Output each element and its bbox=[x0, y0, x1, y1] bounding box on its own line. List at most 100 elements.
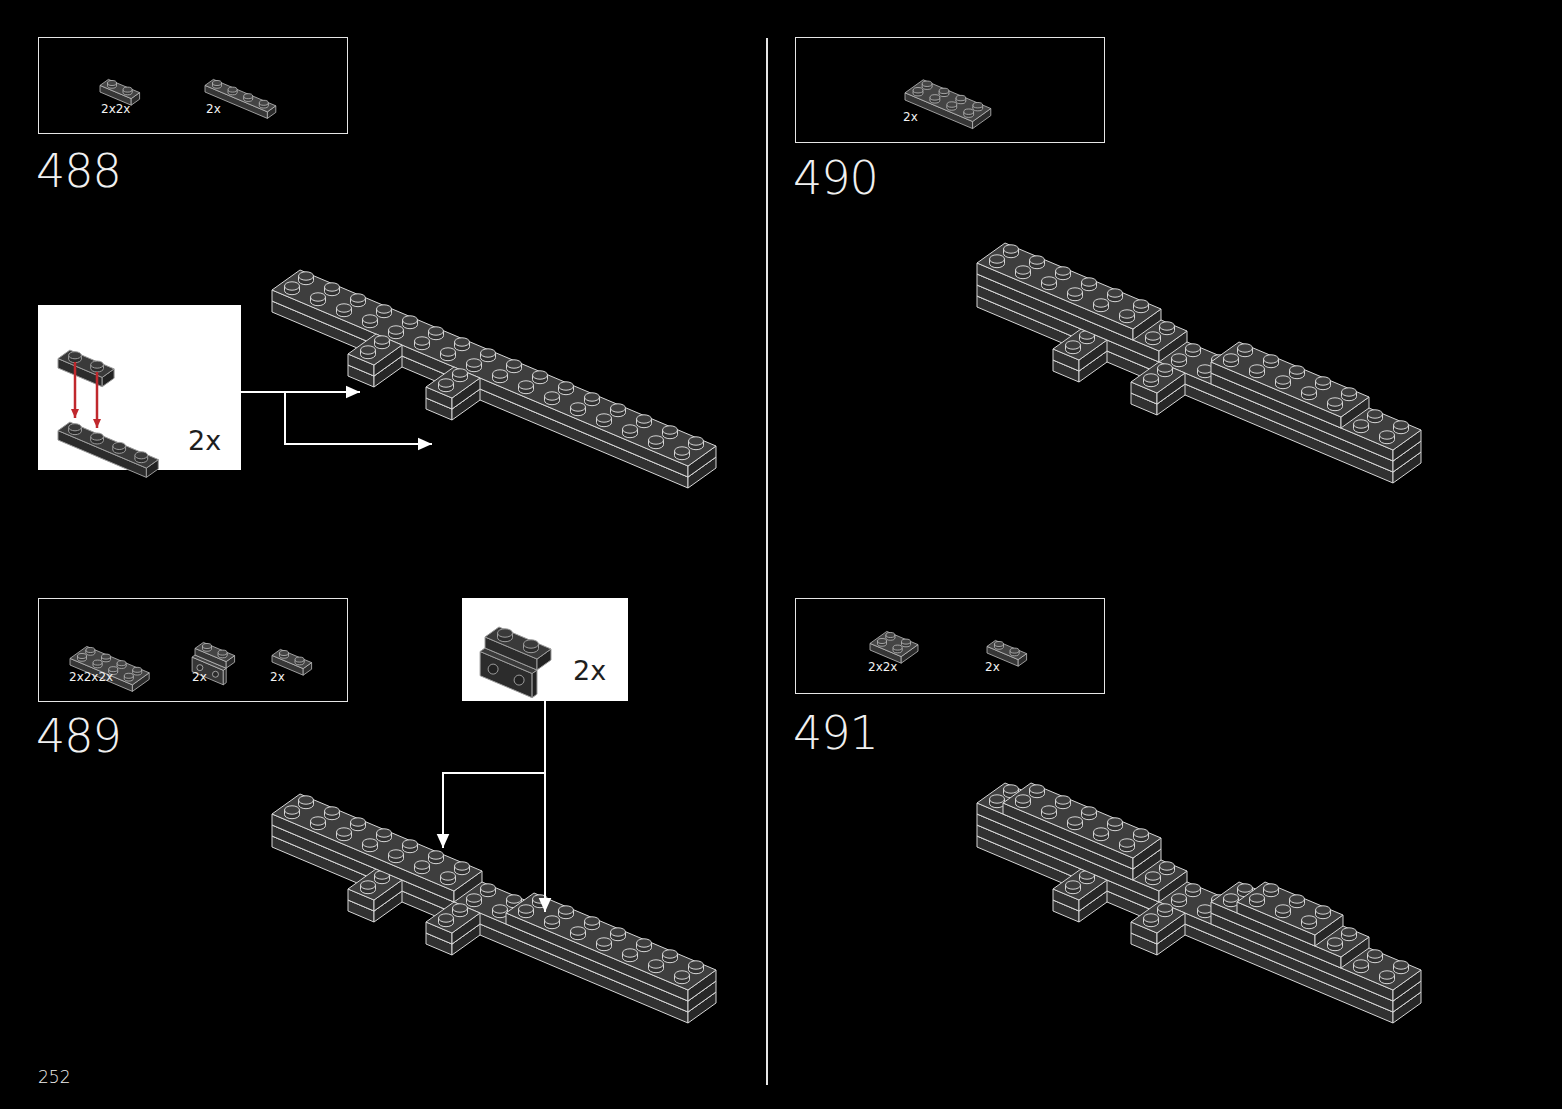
stud bbox=[1160, 862, 1175, 870]
stud bbox=[124, 673, 133, 678]
arrow-head bbox=[93, 419, 101, 428]
stud bbox=[389, 326, 404, 334]
stud bbox=[415, 337, 430, 345]
stud bbox=[1082, 278, 1097, 286]
stud bbox=[1030, 785, 1045, 793]
leader-arrow bbox=[285, 392, 432, 444]
stud bbox=[102, 654, 111, 659]
pin-hole bbox=[488, 664, 498, 674]
stud bbox=[280, 650, 289, 655]
stud bbox=[1042, 277, 1057, 285]
brick-face bbox=[987, 640, 1027, 659]
lego-model bbox=[905, 80, 991, 129]
stud bbox=[244, 94, 253, 99]
stud bbox=[1158, 904, 1173, 912]
stud bbox=[637, 939, 652, 947]
stud bbox=[1120, 310, 1135, 318]
stud bbox=[439, 379, 454, 387]
stud bbox=[611, 928, 626, 936]
arrow-head bbox=[71, 409, 79, 418]
stud bbox=[1394, 961, 1409, 969]
stud bbox=[1120, 839, 1135, 847]
stud bbox=[86, 647, 95, 652]
stud bbox=[337, 828, 352, 836]
stud bbox=[1290, 366, 1305, 374]
stud bbox=[93, 660, 102, 665]
stud bbox=[1068, 817, 1083, 825]
stud bbox=[389, 850, 404, 858]
stud bbox=[455, 338, 470, 346]
model-group bbox=[58, 79, 1421, 1023]
lego-model bbox=[977, 783, 1421, 1023]
stud bbox=[990, 795, 1005, 803]
step-number: 489 bbox=[36, 713, 121, 759]
stud bbox=[545, 392, 560, 400]
brick-face bbox=[977, 783, 1161, 869]
stud bbox=[69, 352, 82, 359]
brick-face bbox=[272, 805, 716, 1001]
pin-hole bbox=[197, 665, 203, 671]
stud bbox=[377, 305, 392, 313]
leader-arrow bbox=[241, 391, 360, 393]
subassembly-callout: 2x bbox=[462, 598, 628, 701]
stud bbox=[351, 818, 366, 826]
lego-model bbox=[272, 794, 716, 1023]
stud bbox=[623, 949, 638, 957]
brick-face bbox=[272, 794, 482, 891]
brick-face bbox=[977, 243, 1161, 329]
stud bbox=[361, 346, 376, 354]
stud bbox=[361, 881, 376, 889]
brick-face bbox=[506, 893, 716, 990]
lego-model bbox=[70, 646, 149, 691]
stud bbox=[1394, 421, 1409, 429]
parts-list-box: 2x2x2x bbox=[38, 37, 348, 134]
stud bbox=[481, 349, 496, 357]
stud bbox=[429, 327, 444, 335]
stud bbox=[675, 447, 690, 455]
stud bbox=[1004, 785, 1019, 793]
stud bbox=[663, 950, 678, 958]
stud bbox=[519, 905, 534, 913]
stud bbox=[973, 102, 983, 107]
stud bbox=[1144, 914, 1159, 922]
brick-face bbox=[195, 642, 235, 661]
stud bbox=[325, 283, 340, 291]
brick-face bbox=[272, 270, 716, 466]
step-number: 491 bbox=[793, 710, 878, 756]
parts-list-box: 2x bbox=[795, 37, 1105, 143]
stud bbox=[878, 638, 887, 643]
stud bbox=[559, 382, 574, 390]
stud bbox=[1004, 245, 1019, 253]
lego-model bbox=[192, 642, 235, 684]
stud bbox=[69, 424, 82, 431]
stud bbox=[429, 851, 444, 859]
brick-face bbox=[1211, 342, 1369, 417]
stud bbox=[299, 272, 314, 280]
brick-face bbox=[485, 627, 551, 659]
stud bbox=[453, 369, 468, 377]
brick-face bbox=[977, 836, 1393, 1023]
stud bbox=[956, 95, 966, 100]
stud bbox=[545, 916, 560, 924]
stud bbox=[1302, 387, 1317, 395]
stud bbox=[1342, 388, 1357, 396]
stud bbox=[213, 80, 222, 85]
stud bbox=[649, 436, 664, 444]
stud bbox=[902, 639, 911, 644]
stud bbox=[113, 442, 126, 449]
stud bbox=[1316, 377, 1331, 385]
brick-face bbox=[58, 422, 158, 468]
stud bbox=[1146, 872, 1161, 880]
stud bbox=[1342, 928, 1357, 936]
arrow-head bbox=[539, 898, 552, 912]
stud bbox=[1056, 267, 1071, 275]
stud bbox=[1198, 905, 1213, 913]
stud bbox=[1328, 398, 1343, 406]
stud bbox=[1354, 420, 1369, 428]
stud bbox=[1010, 648, 1019, 653]
quantity-label: 2x bbox=[985, 661, 1000, 673]
stud bbox=[1056, 796, 1071, 804]
page-divider bbox=[766, 38, 768, 1085]
pin-hole bbox=[514, 675, 524, 685]
brick-face bbox=[272, 649, 312, 668]
